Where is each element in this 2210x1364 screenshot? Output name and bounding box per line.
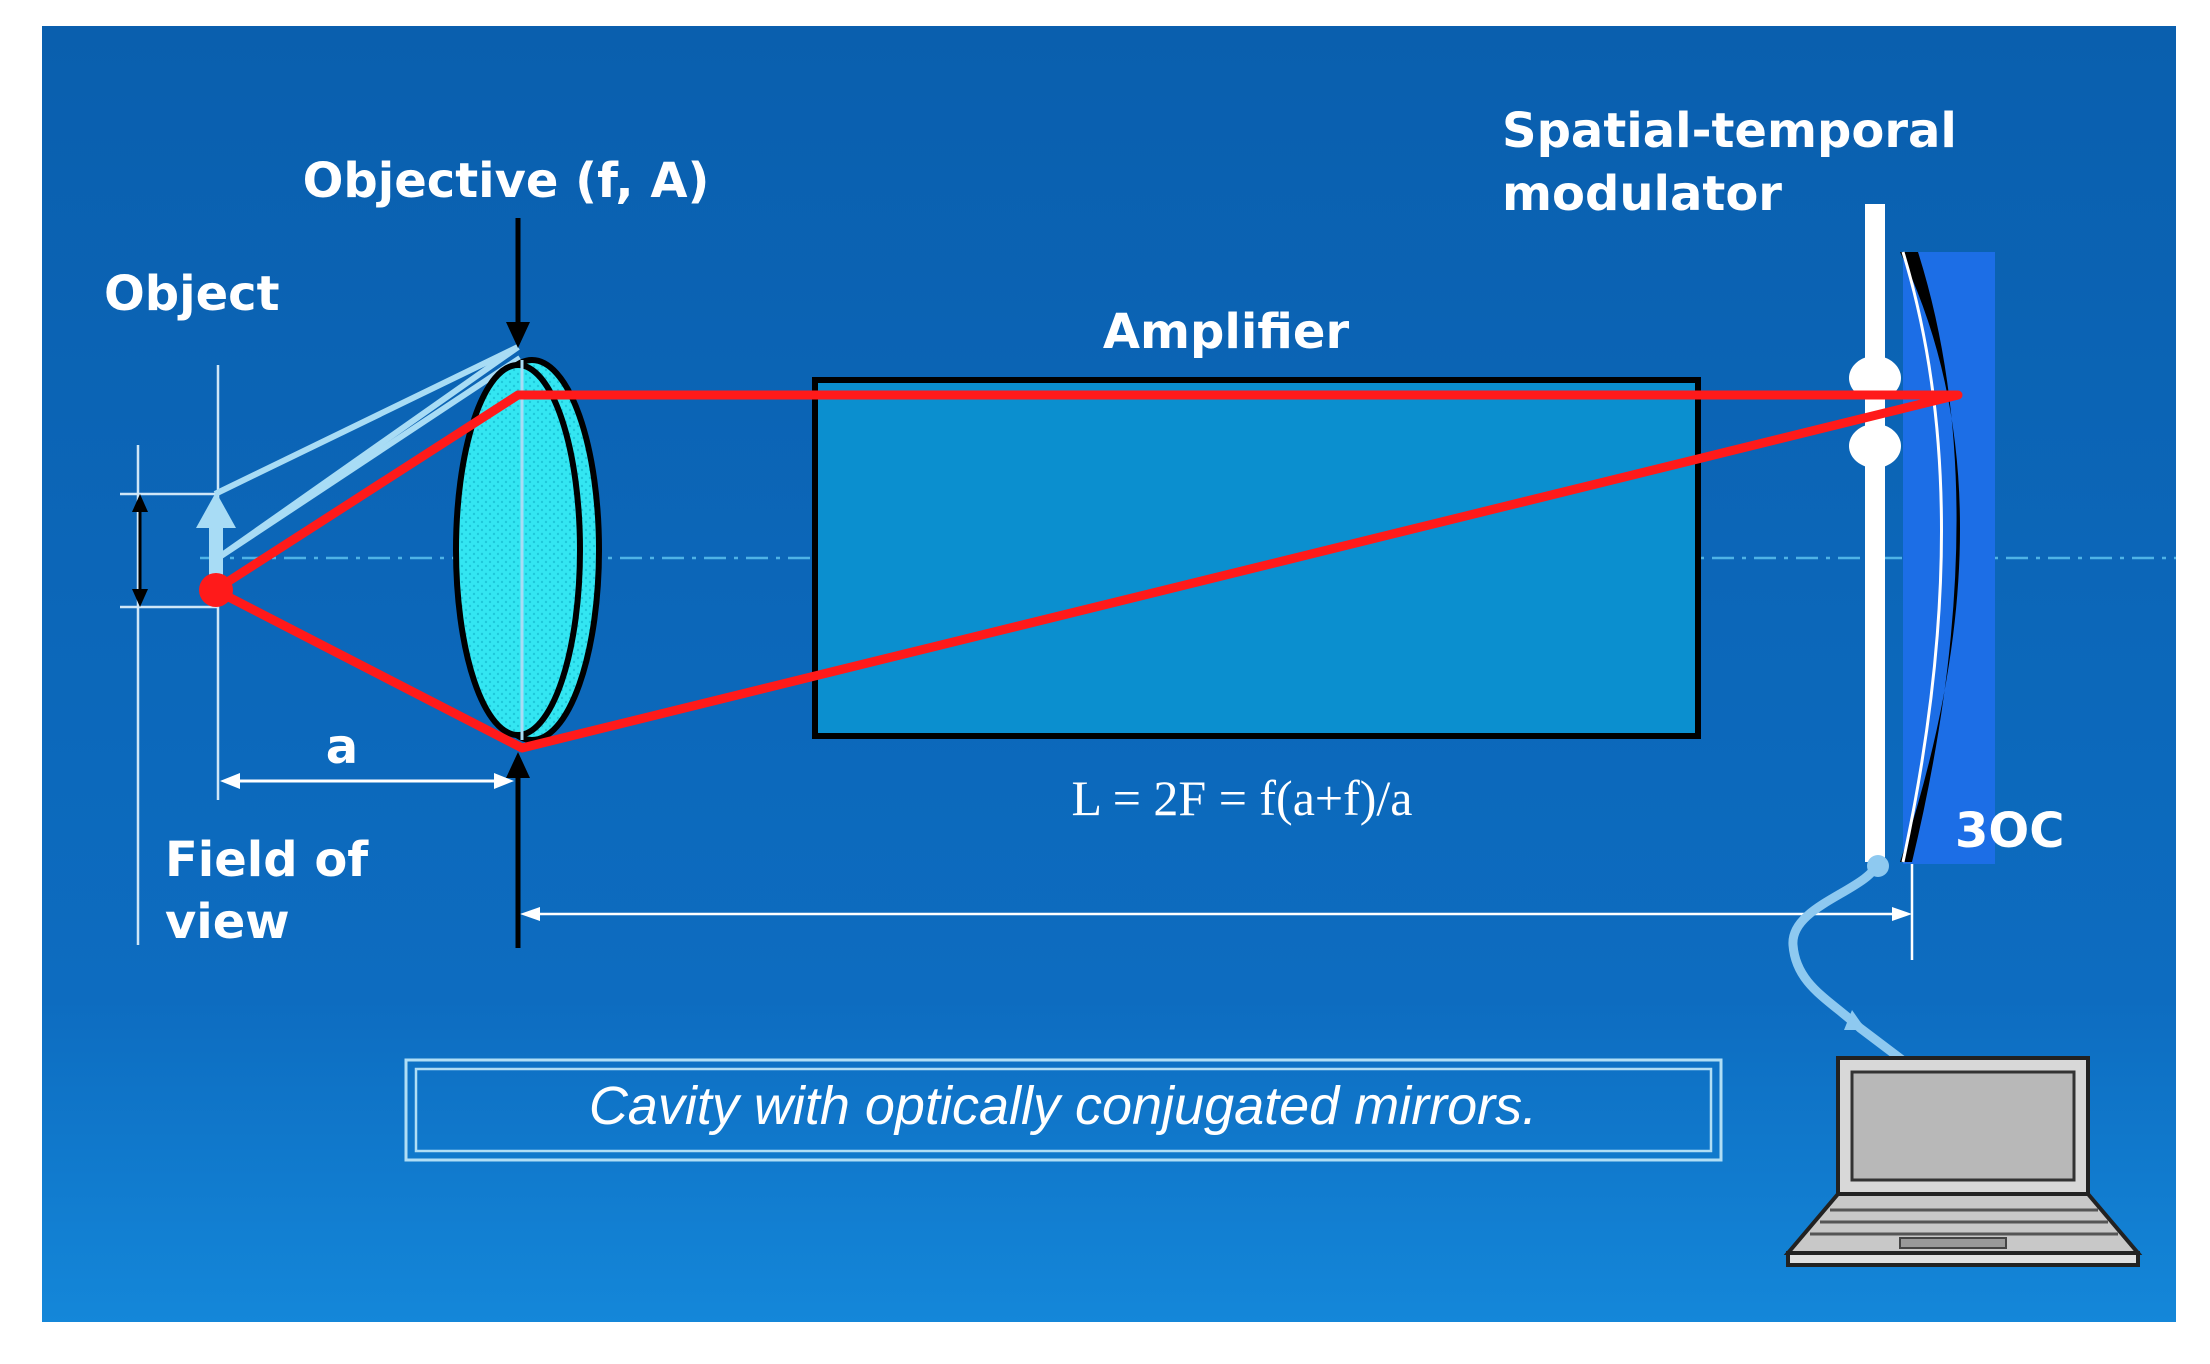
spatial-temporal-modulator: [1849, 204, 1901, 862]
modulator-label-line2: modulator: [1502, 166, 1782, 222]
cavity-length-formula: L = 2F = f(a+f)/a: [1072, 770, 1413, 826]
fiber-cable: [1788, 860, 1908, 1066]
distance-a-label: a: [326, 719, 358, 775]
object-height-arrow: [132, 494, 148, 607]
mirror-backing: [1903, 252, 1995, 864]
objective-aperture: [506, 218, 530, 948]
caption-text: Cavity with optically conjugated mirrors…: [589, 1076, 1537, 1136]
laser-beam: [212, 390, 1963, 753]
distance-a-dimension: [220, 773, 514, 789]
cavity-length-dimension: [520, 858, 1914, 960]
object-point: [199, 573, 233, 607]
modulator-label-line1: Spatial-temporal: [1502, 103, 1957, 159]
mirror-label: 3OC: [1955, 803, 2064, 859]
objective-label: Objective (f, A): [303, 153, 710, 209]
caption-box: [404, 1058, 1723, 1162]
objective-lens: [453, 357, 602, 743]
arrow-up-icon: [196, 492, 236, 584]
amplifier-label: Amplifier: [1103, 304, 1350, 360]
laptop-icon: [1783, 1056, 2143, 1267]
amplifier-box: [812, 377, 1701, 739]
field-of-view-label-line1: Field of: [165, 832, 369, 888]
field-of-view-label-line2: view: [165, 894, 290, 950]
object-label: Object: [104, 266, 280, 322]
